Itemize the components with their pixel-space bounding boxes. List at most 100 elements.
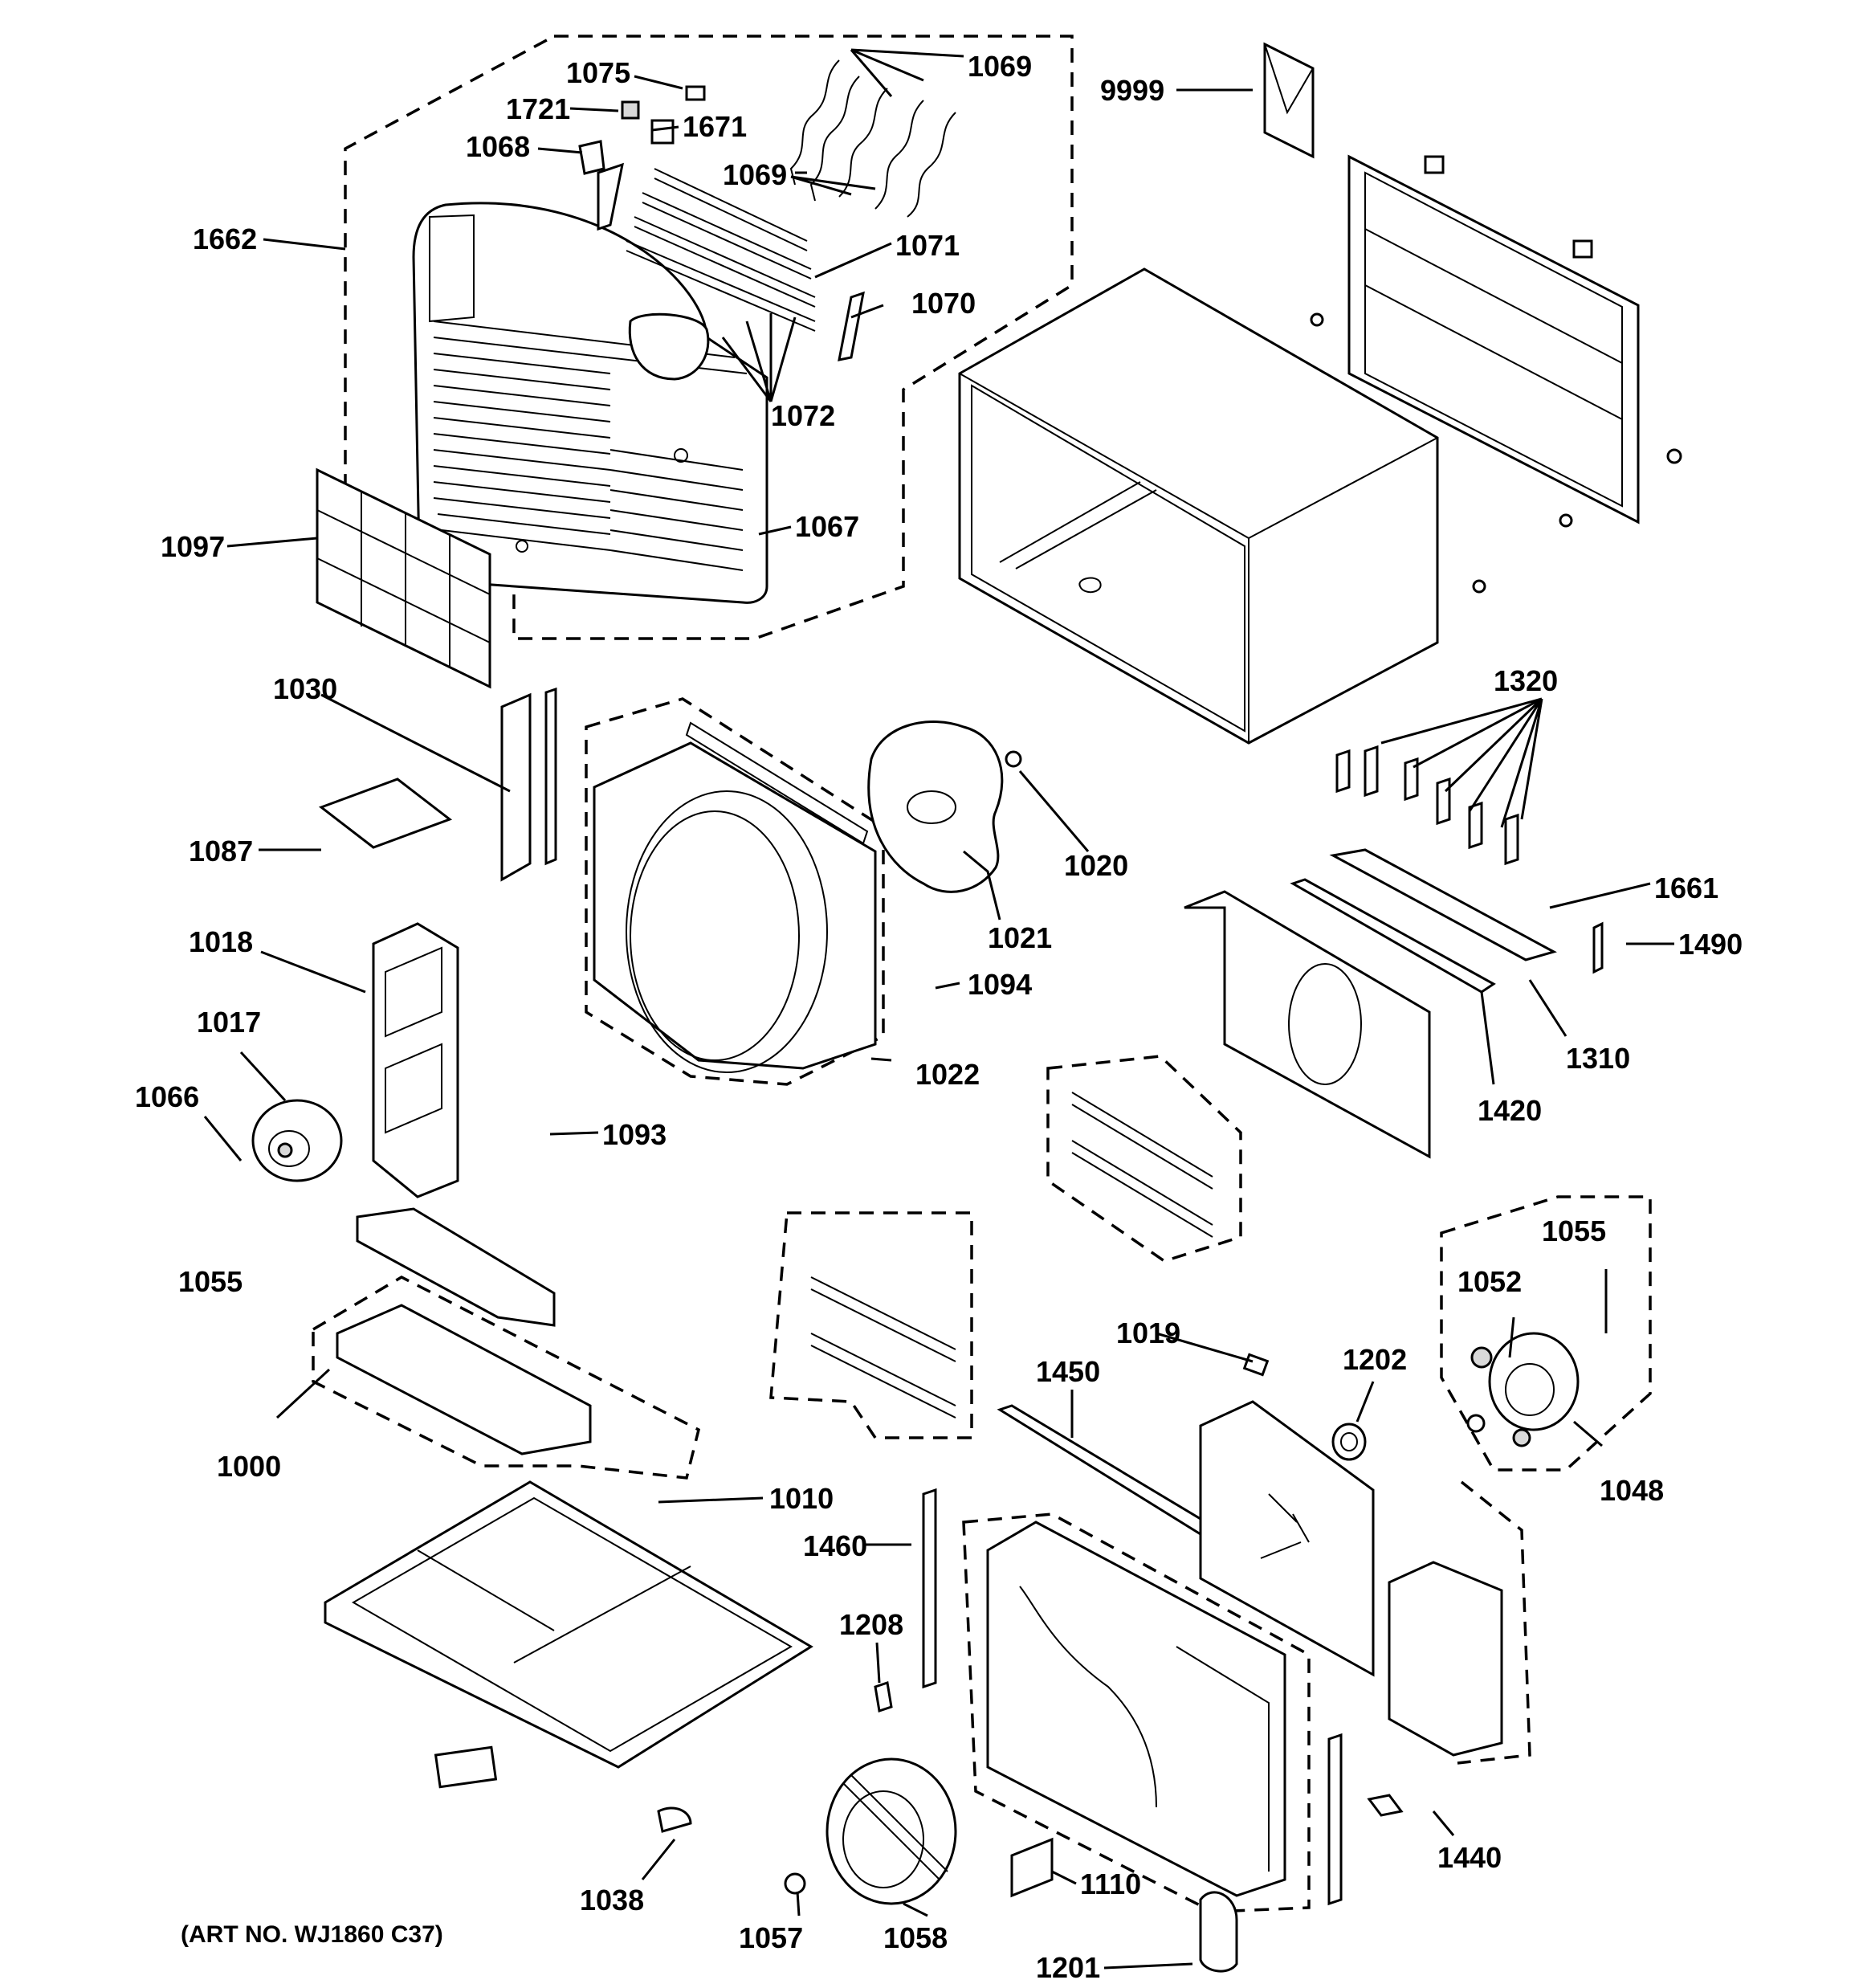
heater-upper	[1071, 1092, 1213, 1238]
label-1067: 1067	[795, 510, 859, 543]
strip-1460	[922, 1488, 937, 1689]
drain-tray-group-outline	[312, 1276, 701, 1480]
fan-motor-1017	[251, 1099, 343, 1182]
bracket-1490	[1592, 921, 1604, 974]
washer	[1466, 1414, 1486, 1433]
base-pan	[324, 1480, 813, 1769]
label-1066: 1066	[135, 1080, 199, 1113]
label-1460: 1460	[803, 1529, 867, 1562]
fan-shroud	[593, 721, 877, 1073]
label-1018: 1018	[189, 925, 253, 958]
label-1068: 1068	[466, 130, 530, 163]
front-grille	[412, 202, 768, 604]
label-1055-right: 1055	[1542, 1214, 1606, 1247]
drain-tray	[336, 1304, 592, 1455]
bracket-1440	[1367, 1794, 1404, 1817]
wall-sleeve-cabinet	[958, 267, 1439, 745]
insulation-panel	[1388, 1561, 1503, 1757]
label-1022: 1022	[915, 1058, 980, 1091]
partition-panel	[1184, 890, 1431, 1159]
label-1087: 1087	[189, 835, 253, 867]
heater-lower	[810, 1276, 956, 1419]
clip-1721	[621, 100, 640, 120]
label-1093: 1093	[602, 1118, 667, 1151]
clip-1068	[578, 140, 605, 175]
label-1048: 1048	[1600, 1474, 1664, 1507]
label-1072: 1072	[771, 399, 835, 432]
louver-pivot-right	[838, 291, 865, 361]
label-1069-bottom: 1069	[723, 158, 787, 191]
clamp-1038	[657, 1806, 692, 1833]
label-1069-top: 1069	[968, 50, 1032, 83]
label-1661: 1661	[1654, 872, 1718, 904]
label-1058: 1058	[883, 1921, 948, 1954]
hub-1057	[784, 1872, 806, 1895]
strip-1420	[1290, 878, 1496, 994]
label-1038: 1038	[580, 1884, 644, 1917]
plate-1087	[318, 778, 453, 849]
dashed-side-outline	[1457, 1480, 1531, 1765]
label-1030: 1030	[273, 672, 337, 705]
heater-group-upper-outline	[1046, 1055, 1242, 1263]
blower-housing-group-outline	[962, 1512, 1311, 1913]
bushing-1202	[1331, 1423, 1367, 1461]
label-1000: 1000	[217, 1450, 281, 1483]
label-1440: 1440	[1437, 1841, 1502, 1874]
clip-1019	[1242, 1353, 1270, 1377]
bracket-parts-1320	[1335, 745, 1519, 866]
label-1671: 1671	[683, 110, 747, 143]
label-1662: 1662	[193, 222, 257, 255]
label-1017: 1017	[197, 1006, 261, 1039]
blower-wheel	[826, 1757, 957, 1905]
label-1202: 1202	[1343, 1343, 1407, 1376]
panel-1450	[997, 1404, 1215, 1536]
louver-links	[789, 59, 956, 218]
louver-pivot-left	[597, 162, 624, 231]
part-1110	[1010, 1837, 1054, 1898]
label-1070: 1070	[911, 287, 976, 320]
clip-1671	[650, 119, 675, 145]
fan-motor-group-outline	[1440, 1195, 1652, 1472]
label-1110: 1110	[1080, 1868, 1141, 1900]
insulation-strip	[356, 1207, 556, 1327]
label-1019: 1019	[1116, 1316, 1180, 1349]
motor-mount-plate	[1199, 1400, 1375, 1677]
strip-right	[1327, 1733, 1343, 1906]
label-1020: 1020	[1064, 849, 1128, 882]
blower-housing	[986, 1521, 1286, 1897]
label-1055-left: 1055	[178, 1265, 243, 1298]
fan-nut-1020	[1005, 750, 1022, 768]
label-1201: 1201	[1036, 1951, 1100, 1984]
label-1075: 1075	[566, 56, 630, 89]
label-1320: 1320	[1494, 664, 1558, 697]
label-1057: 1057	[739, 1921, 803, 1954]
louver-assembly	[626, 168, 816, 332]
label-1450: 1450	[1036, 1355, 1100, 1388]
rail-1310	[1329, 848, 1557, 961]
label-1097: 1097	[161, 530, 225, 563]
condenser-fan-blade	[867, 720, 1004, 893]
label-1071: 1071	[895, 229, 960, 262]
fan-motor-1048	[1470, 1332, 1580, 1447]
part-1208	[874, 1681, 893, 1712]
heater-group-lower-outline	[769, 1211, 973, 1439]
rear-grille	[1347, 154, 1640, 525]
drain-cover	[434, 1745, 498, 1789]
clip-1075	[685, 85, 706, 101]
front-grille-group-outline	[344, 35, 1074, 640]
art-number: (ART NO. WJ1860 C37)	[181, 1921, 443, 1948]
label-1094: 1094	[968, 968, 1032, 1001]
literature-9999	[1263, 42, 1315, 159]
label-1721: 1721	[506, 92, 570, 125]
label-1420: 1420	[1478, 1094, 1542, 1127]
bracket-1030	[500, 692, 532, 882]
label-9999: 9999	[1100, 74, 1164, 107]
label-1052: 1052	[1457, 1265, 1522, 1298]
motor-mount-1018	[372, 922, 459, 1198]
label-1490: 1490	[1678, 928, 1743, 961]
label-1010: 1010	[769, 1482, 834, 1515]
label-1310: 1310	[1566, 1042, 1630, 1075]
part-labels: 9999 1075 1069 1721 1671 1068 1069 1662 …	[135, 50, 1743, 1984]
fan-shroud-group-outline	[585, 697, 885, 1086]
